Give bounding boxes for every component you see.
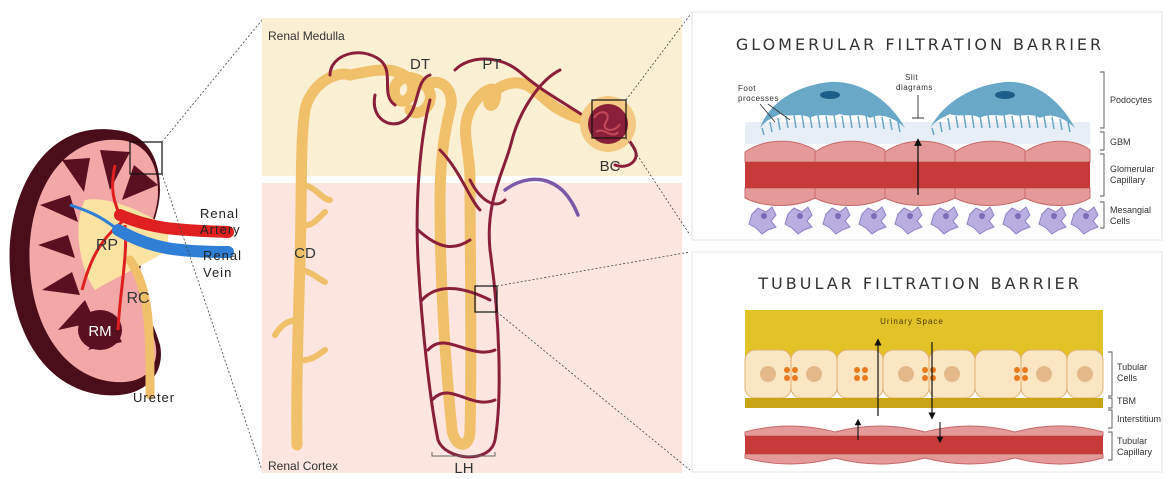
- tbm-layer: [745, 398, 1103, 408]
- label-bc: BC: [600, 158, 621, 175]
- label-renal-medulla: Renal Medulla: [268, 29, 345, 43]
- tubular-title: TUBULAR FILTRATION BARRIER: [757, 274, 1081, 293]
- label-pt: PT: [482, 56, 501, 73]
- tubular-panel: TUBULAR FILTRATION BARRIER Urinary Space: [692, 252, 1162, 472]
- zoom-connector: [162, 20, 262, 142]
- label-glomerular-capillary-2: Capillary: [1110, 175, 1146, 185]
- label-mesangial-2: Cells: [1110, 216, 1131, 226]
- label-foot-processes-2: processes: [738, 94, 779, 103]
- label-renal-vein-2: Vein: [203, 265, 232, 280]
- podocyte-nucleus: [995, 91, 1015, 99]
- label-tubular-cells-2: Cells: [1117, 373, 1138, 383]
- glomerular-panel: GLOMERULAR FILTRATION BARRIER: [692, 12, 1162, 240]
- tubular-capillary-lumen: [745, 436, 1103, 454]
- label-ureter: Ureter: [133, 390, 175, 405]
- kidney-illustration: RP RC RM Renal Artery Renal Vein Ureter: [10, 129, 242, 405]
- label-lh: LH: [454, 460, 473, 477]
- label-slit-1: Slit: [905, 73, 918, 82]
- label-renal-vein-1: Renal: [203, 248, 242, 263]
- label-renal-artery-2: Artery: [200, 222, 241, 237]
- label-rm: RM: [88, 323, 111, 340]
- glomerular-title: GLOMERULAR FILTRATION BARRIER: [736, 35, 1104, 54]
- label-rc: RC: [126, 290, 149, 307]
- label-foot-processes-1: Foot: [738, 84, 756, 93]
- label-glomerular-capillary-1: Glomerular: [1110, 164, 1155, 174]
- label-tubular-cells-1: Tubular: [1117, 362, 1147, 372]
- label-slit-2: diagrams: [896, 83, 933, 92]
- label-podocytes: Podocytes: [1110, 95, 1153, 105]
- label-tubular-capillary-1: Tubular: [1117, 436, 1147, 446]
- label-gbm: GBM: [1110, 137, 1131, 147]
- label-rp: RP: [96, 237, 118, 254]
- label-interstitium: Interstitium: [1117, 414, 1161, 424]
- label-cd: CD: [294, 245, 316, 262]
- podocyte-nucleus: [820, 91, 840, 99]
- label-tubular-capillary-2: Capillary: [1117, 447, 1153, 457]
- label-mesangial-1: Mesangial: [1110, 205, 1151, 215]
- label-urinary-space: Urinary Space: [880, 317, 944, 326]
- label-renal-cortex: Renal Cortex: [268, 459, 338, 473]
- label-tbm: TBM: [1117, 396, 1136, 406]
- label-renal-artery-1: Renal: [200, 206, 239, 221]
- nephron-panel: Renal Medulla Renal Cortex: [262, 18, 682, 477]
- label-dt: DT: [410, 56, 430, 73]
